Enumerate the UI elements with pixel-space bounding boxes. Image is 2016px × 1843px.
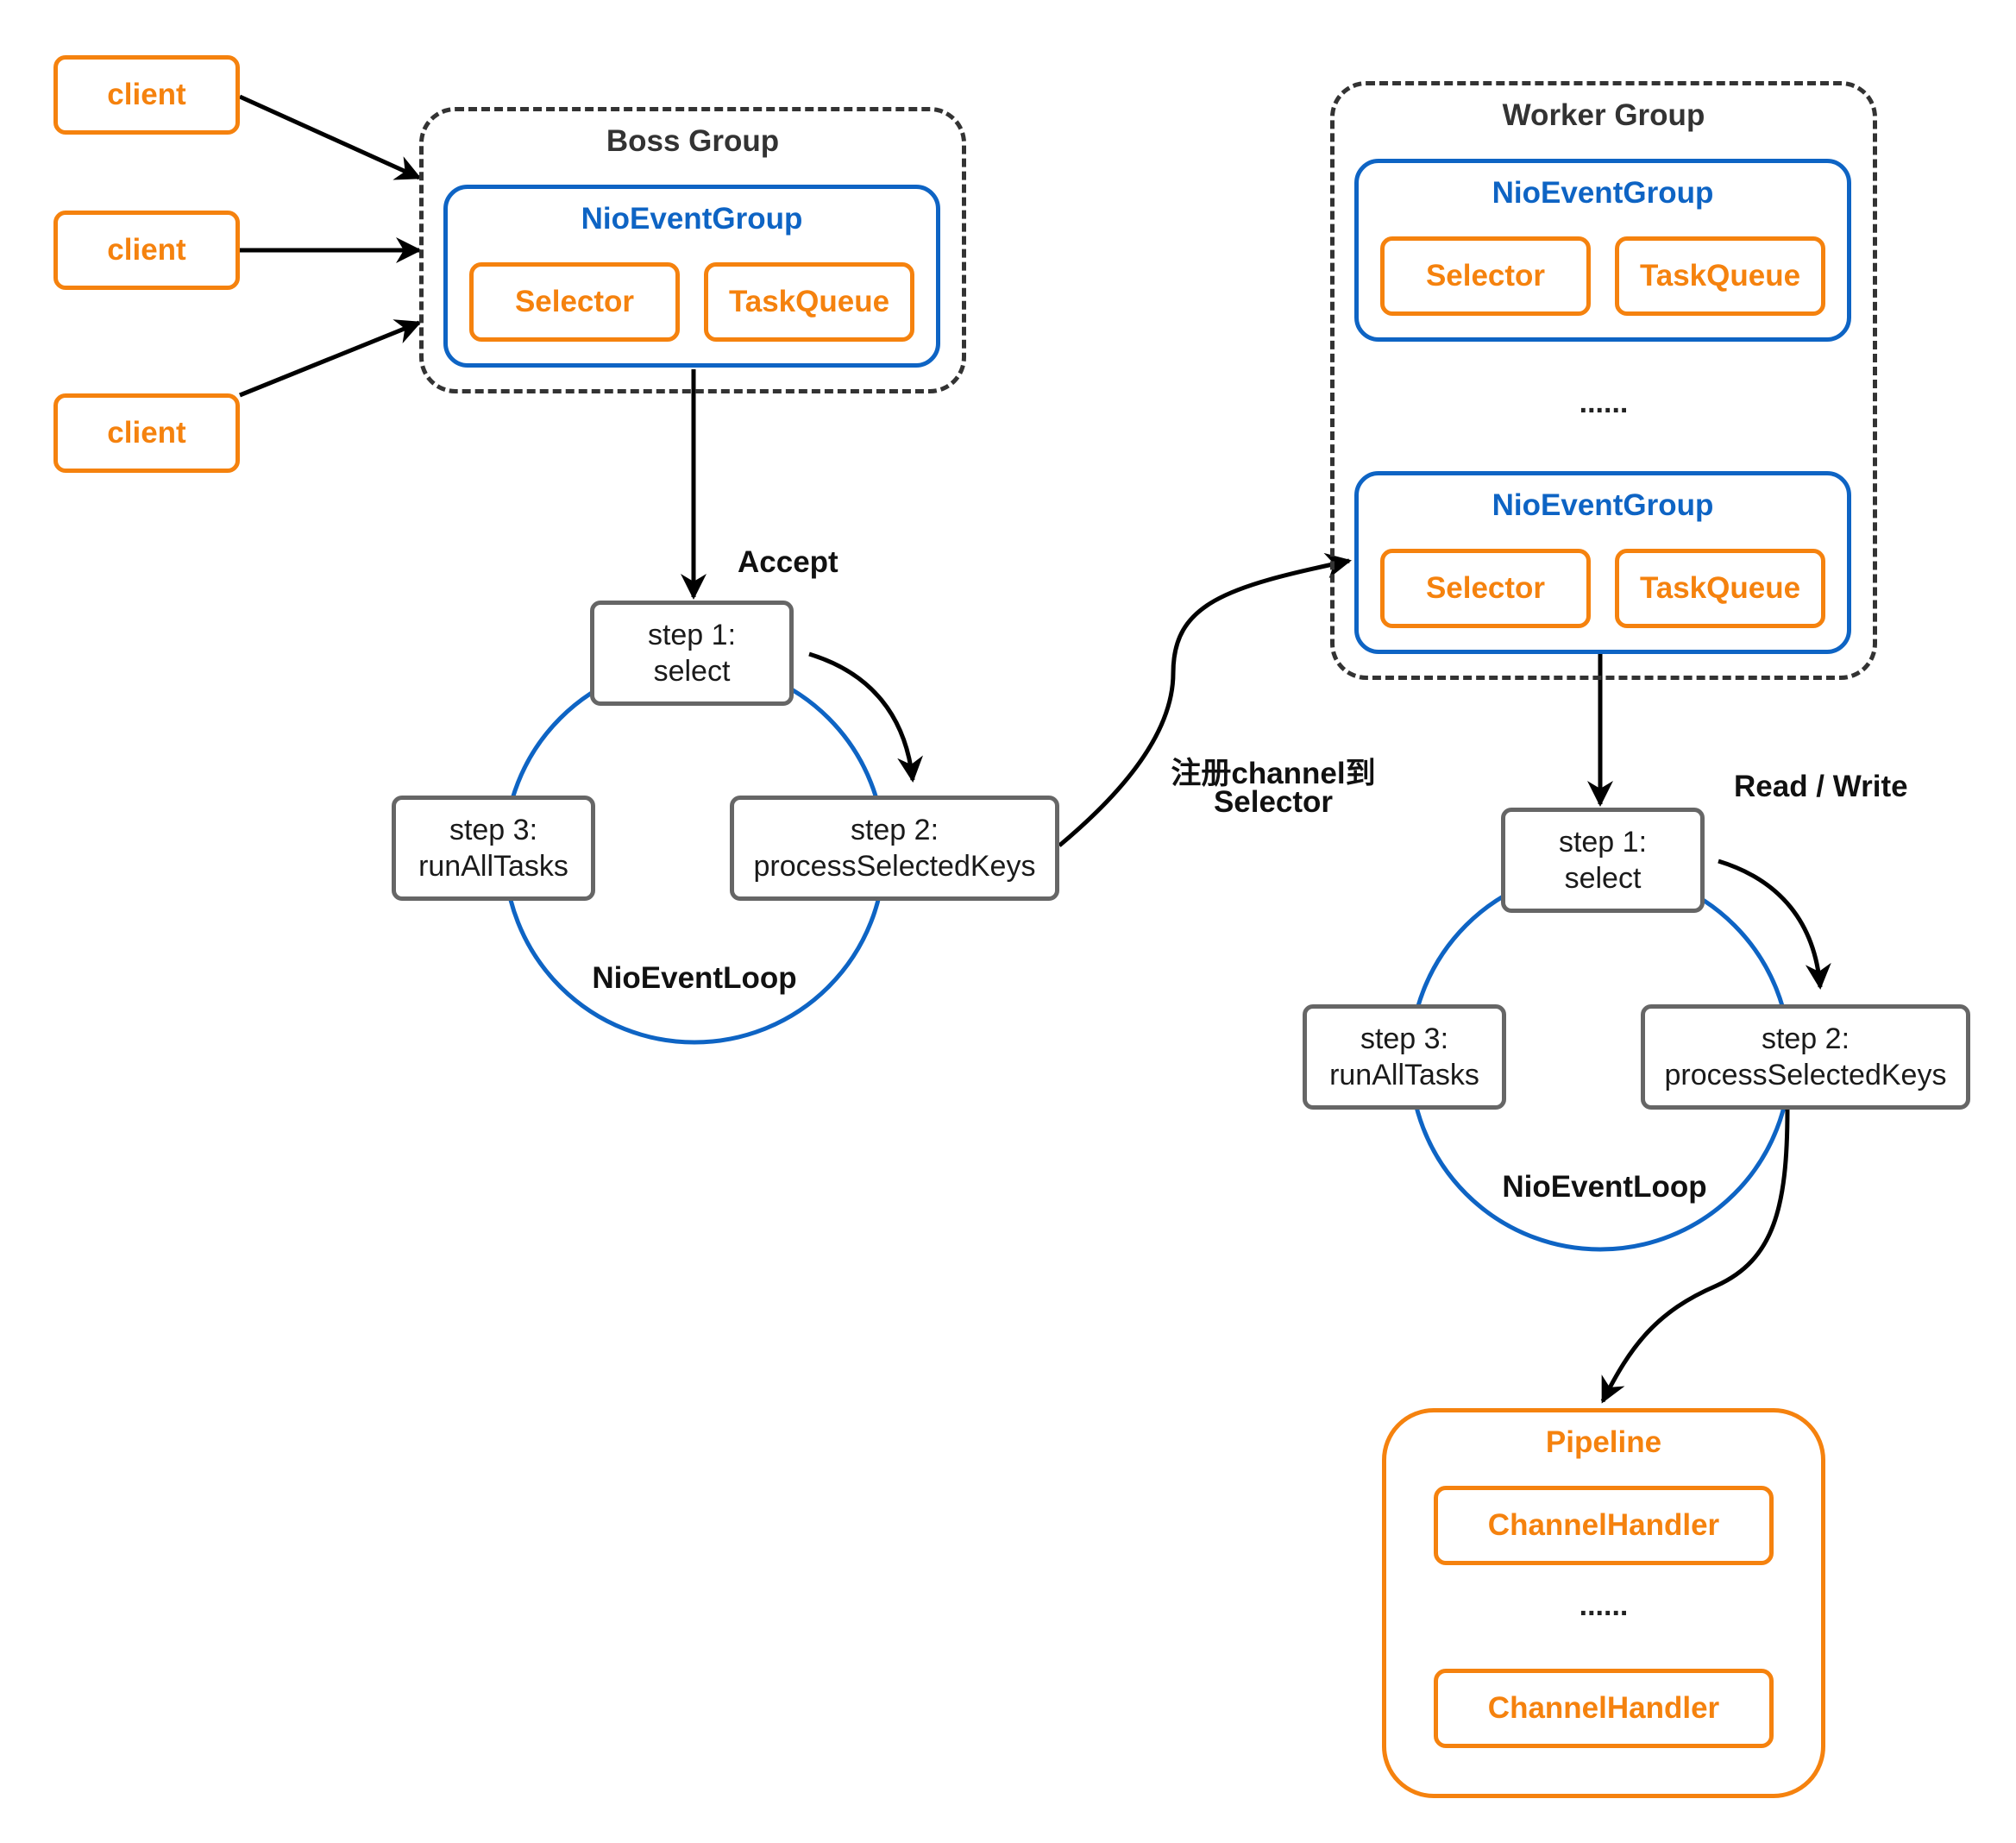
boss-event-group-title: NioEventGroup (581, 202, 803, 236)
step-number: step 3: (1360, 1022, 1449, 1055)
channel-handler-label: ChannelHandler (1487, 1508, 1720, 1542)
register-channel-label-line2: Selector (1213, 785, 1334, 819)
boss-step1-to-step2-arrow (808, 651, 923, 783)
step-action: select (653, 655, 731, 688)
selector-label: Selector (514, 285, 635, 318)
step-action: processSelectedKeys (753, 850, 1036, 883)
step-number: step 2: (1761, 1022, 1850, 1055)
step-action: runAllTasks (1329, 1059, 1479, 1091)
client-3-arrow (239, 319, 422, 398)
worker-loop-label: NioEventLoop (1502, 1170, 1707, 1204)
taskqueue-label: TaskQueue (1639, 259, 1801, 292)
selector-label: Selector (1425, 259, 1546, 292)
worker-step2-box: step 2: processSelectedKeys (1641, 1004, 1970, 1110)
boss-loop-label: NioEventLoop (592, 961, 797, 995)
boss-step2-box: step 2: processSelectedKeys (730, 796, 1059, 901)
worker-taskqueue-box-2: TaskQueue (1615, 549, 1825, 628)
channel-handler-label: ChannelHandler (1487, 1691, 1720, 1725)
channel-handler-box-1: ChannelHandler (1434, 1486, 1774, 1565)
worker-taskqueue-box-1: TaskQueue (1615, 236, 1825, 316)
worker-step3-box: step 3: runAllTasks (1303, 1004, 1506, 1110)
taskqueue-label: TaskQueue (728, 285, 890, 318)
channel-handler-box-2: ChannelHandler (1434, 1669, 1774, 1748)
worker-event-group-1 (1354, 159, 1851, 342)
register-channel-label-line1: 注册channel到 (1171, 757, 1376, 790)
worker-group-title: Worker Group (1502, 98, 1705, 132)
accept-label: Accept (738, 545, 838, 579)
pipeline-title: Pipeline (1545, 1425, 1662, 1459)
step-number: step 1: (1558, 826, 1648, 859)
worker-step1-to-step2-arrow (1718, 859, 1831, 990)
client-label: client (107, 78, 186, 111)
register-channel-arrow (1058, 552, 1352, 847)
worker-group (1330, 81, 1877, 680)
step-number: step 2: (850, 814, 939, 846)
worker-event-group-1-title: NioEventGroup (1492, 176, 1714, 210)
pipeline-ellipsis: ...... (1579, 1589, 1629, 1622)
step-number: step 1: (647, 619, 737, 651)
selector-label: Selector (1425, 571, 1546, 605)
boss-group (419, 107, 966, 393)
process-to-pipeline-arrow (1600, 1109, 1790, 1404)
client-box-2: client (53, 211, 240, 290)
worker-event-group-2 (1354, 471, 1851, 654)
boss-selector-box: Selector (469, 262, 680, 342)
worker-selector-box-1: Selector (1380, 236, 1591, 316)
worker-selector-box-2: Selector (1380, 549, 1591, 628)
worker-event-group-2-title: NioEventGroup (1492, 488, 1714, 522)
client-box-3: client (53, 393, 240, 473)
client-1-arrow (238, 94, 422, 180)
step-number: step 3: (449, 814, 538, 846)
boss-step1-box: step 1: select (590, 601, 794, 706)
worker-step1-box: step 1: select (1501, 808, 1705, 913)
client-label: client (107, 233, 186, 267)
taskqueue-label: TaskQueue (1639, 571, 1801, 605)
step-action: processSelectedKeys (1664, 1059, 1947, 1091)
step-action: runAllTasks (418, 850, 568, 883)
worker-group-ellipsis: ...... (1579, 387, 1629, 419)
boss-event-group (443, 185, 940, 368)
boss-group-title: Boss Group (606, 124, 780, 158)
boss-step3-box: step 3: runAllTasks (392, 796, 595, 901)
pipeline-box (1382, 1408, 1825, 1798)
boss-taskqueue-box: TaskQueue (704, 262, 914, 342)
step-action: select (1564, 862, 1642, 895)
read-write-label: Read / Write (1734, 770, 1908, 803)
client-label: client (107, 416, 186, 450)
client-box-1: client (53, 55, 240, 135)
